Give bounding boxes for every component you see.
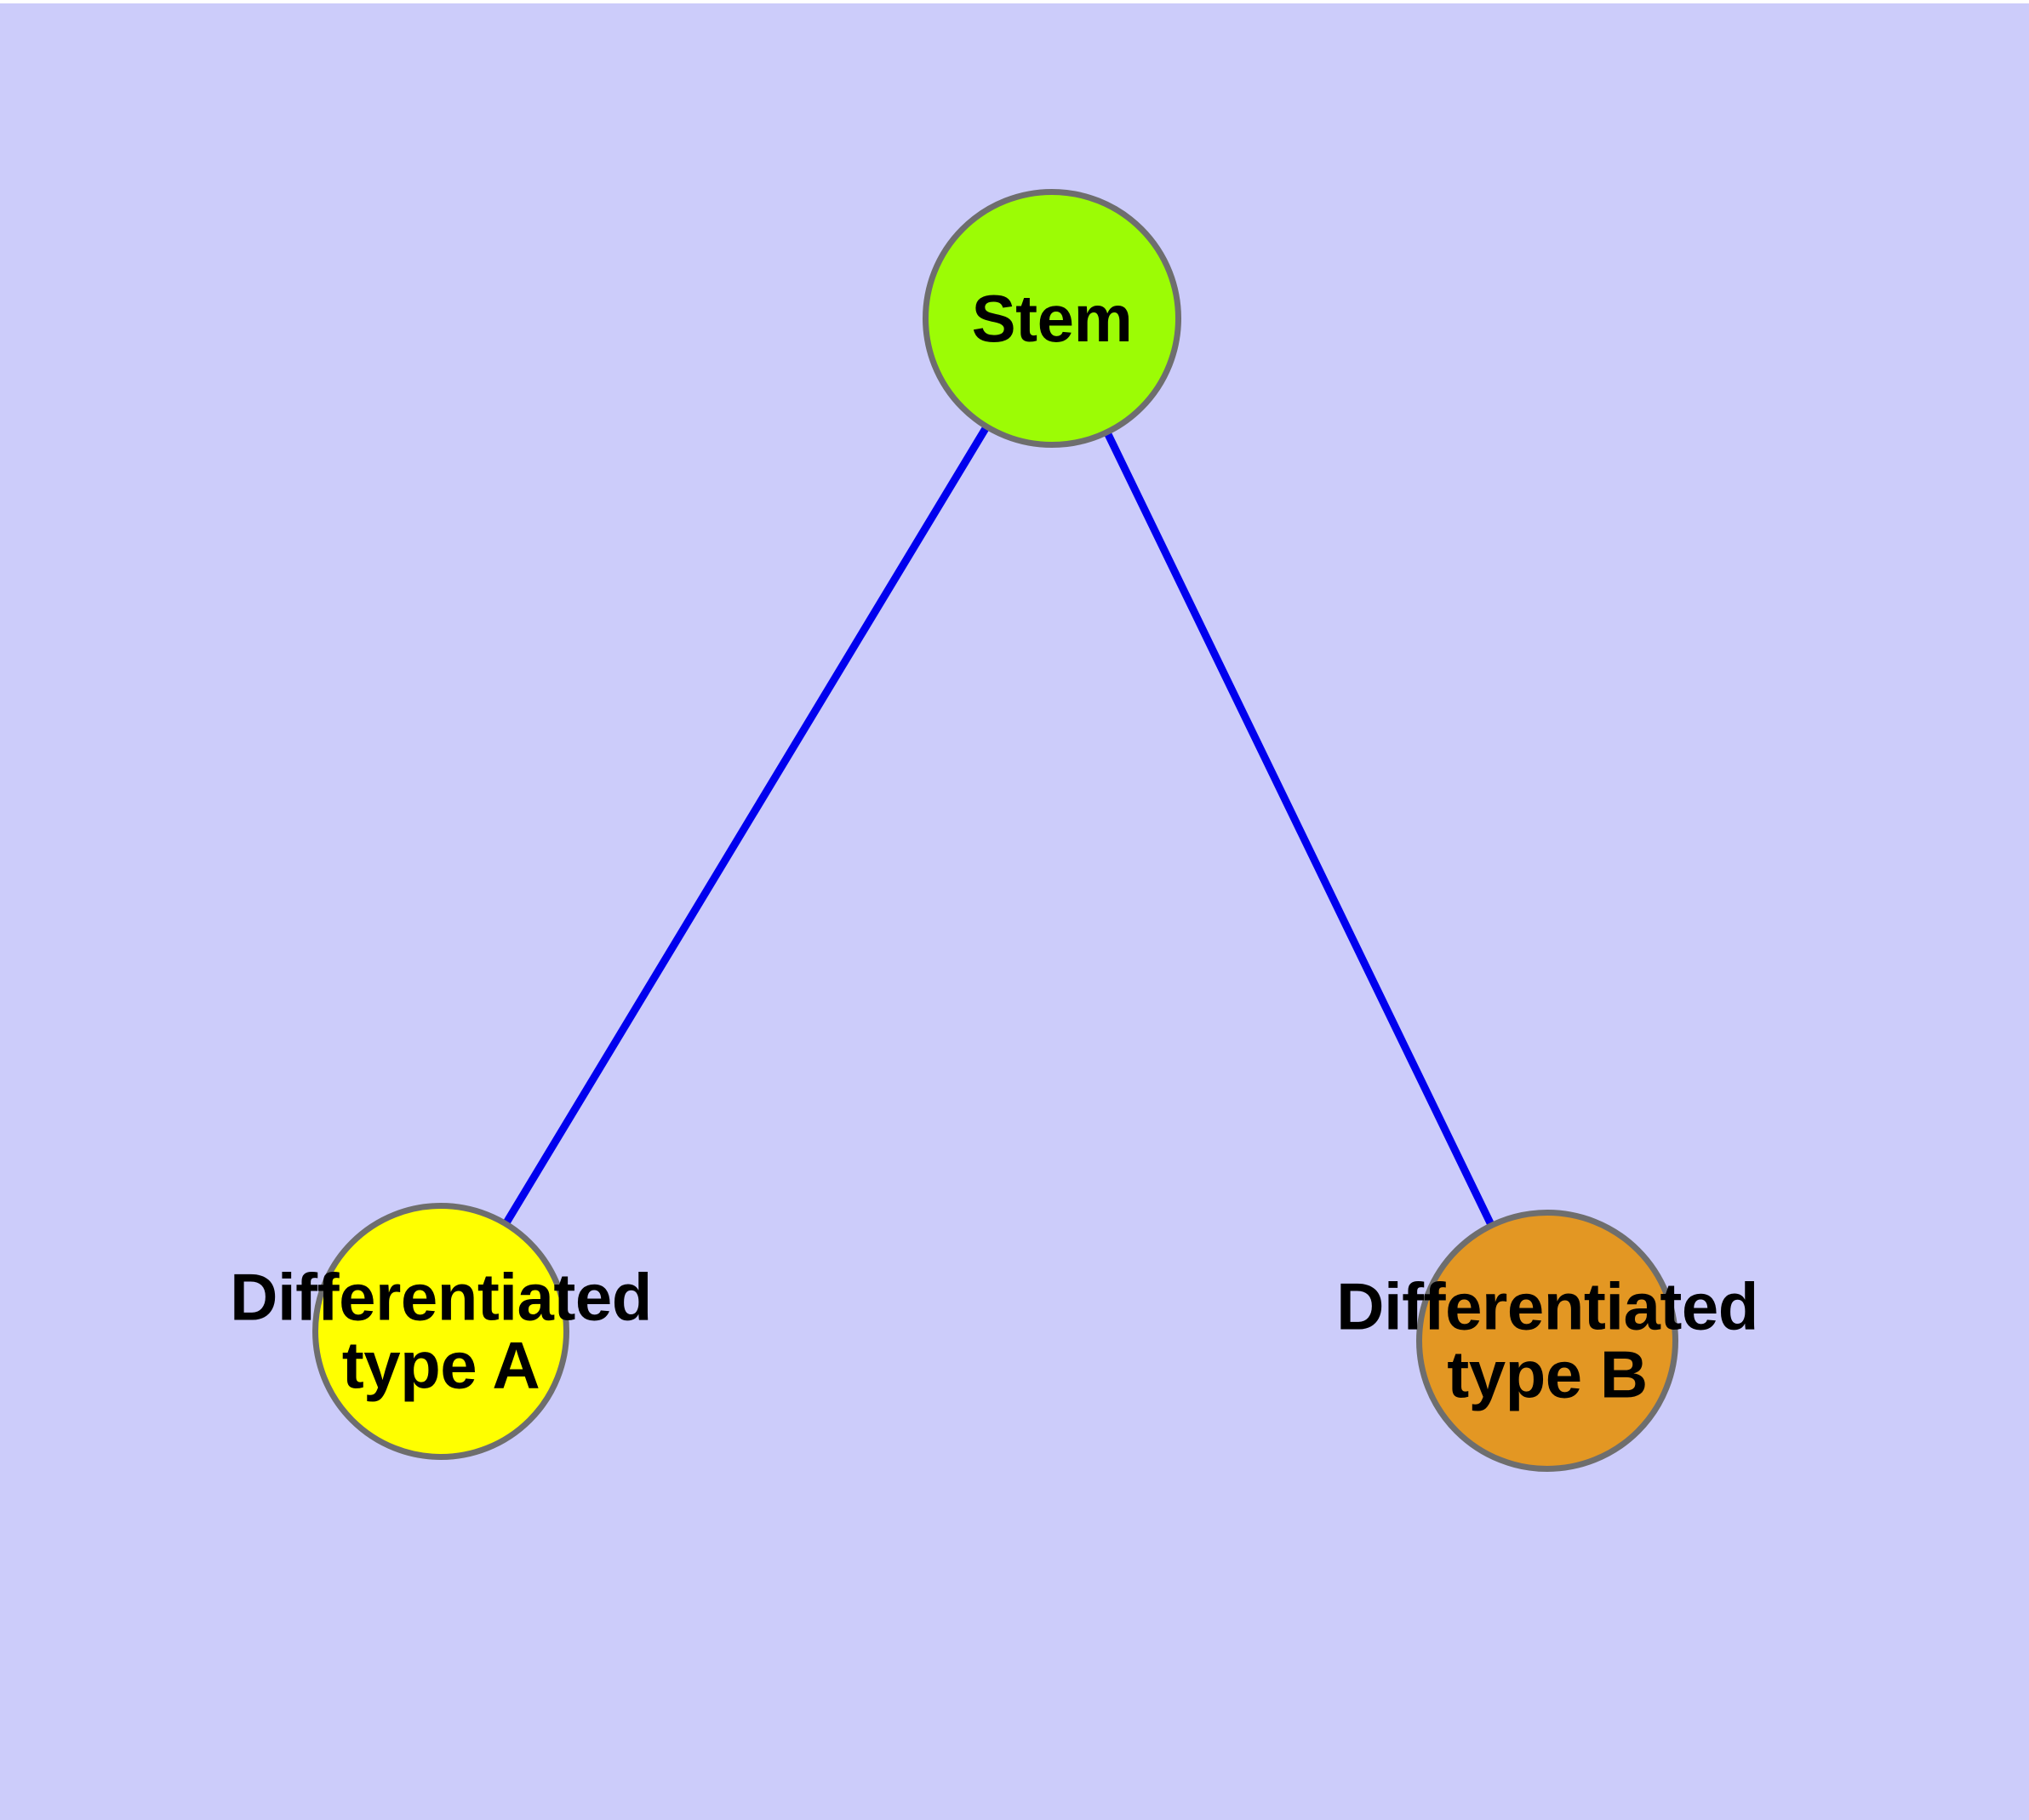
graph-svg [312,189,1678,1472]
graph-edge-stem-diff_b[interactable] [1104,432,1495,1227]
graph-node-diff_b[interactable] [1416,1210,1678,1472]
nodes-layer [312,189,1678,1472]
edges-layer [503,426,1495,1227]
graph-node-stem[interactable] [923,189,1181,448]
graph-edge-stem-diff_a[interactable] [503,426,990,1225]
graph-node-diff_a[interactable] [312,1203,569,1460]
